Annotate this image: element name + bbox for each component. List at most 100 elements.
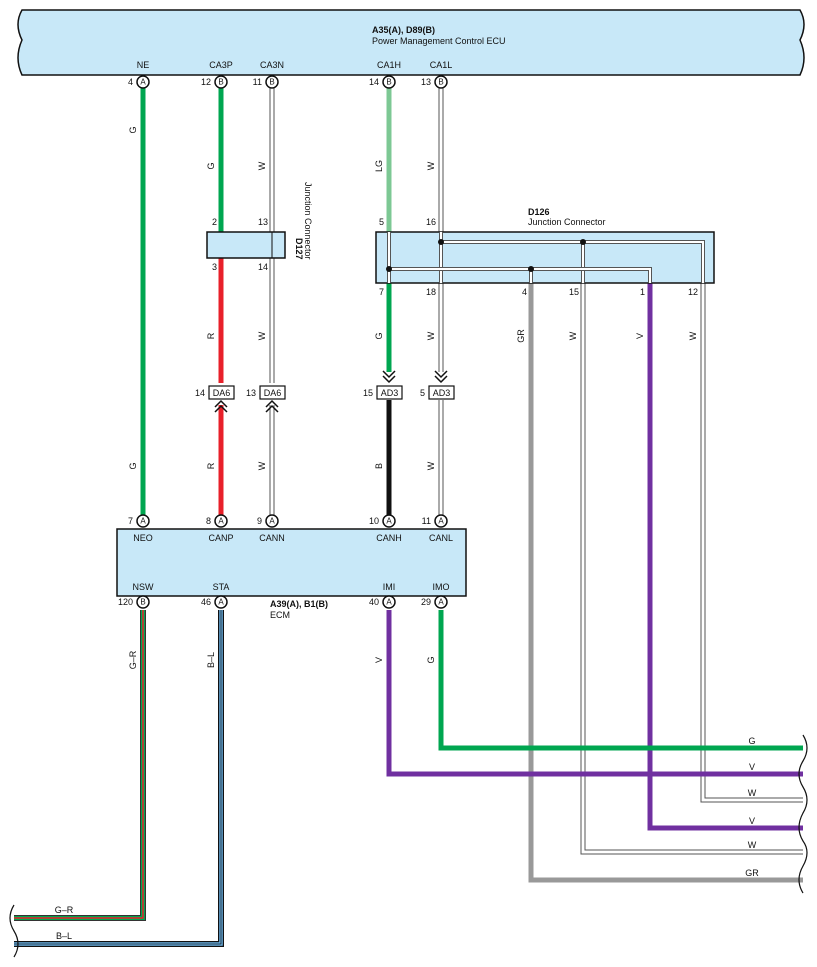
svg-text:29: 29 xyxy=(421,597,431,607)
svg-text:12: 12 xyxy=(201,77,211,87)
d126-pin-7: 7 xyxy=(379,287,384,297)
wire-label-nsw: G–R xyxy=(128,650,138,669)
pin-label-ca1l: CA1L xyxy=(430,60,453,70)
wire-d126-12 xyxy=(700,283,803,803)
inline-connector-ad3-15: AD3 15 xyxy=(363,370,403,400)
pin-terminals: A 4 B 12 B 11 B 14 B 13 A 7 xyxy=(118,75,448,609)
wire-label-ca1h-lower: B xyxy=(374,463,384,469)
d126-pin-18: 18 xyxy=(426,287,436,297)
pmc-ecu-connectors: A35(A), D89(B) xyxy=(372,25,435,35)
svg-text:A: A xyxy=(140,78,146,87)
ecm: NEO CANP CANN CANH CANL NSW STA IMI IMO … xyxy=(116,528,467,620)
svg-text:B: B xyxy=(438,78,443,87)
svg-text:14: 14 xyxy=(195,388,205,398)
ecm-label-cann: CANN xyxy=(259,533,285,543)
d126-pin-12: 12 xyxy=(688,287,698,297)
svg-text:10: 10 xyxy=(369,516,379,526)
pin-ne: A 4 xyxy=(128,75,150,89)
svg-text:8: 8 xyxy=(206,516,211,526)
pmc-ecu-box xyxy=(17,9,805,76)
pin-imo: A 29 xyxy=(421,595,448,609)
d127-box xyxy=(206,231,286,259)
wire-label-ca3p-mid: R xyxy=(206,332,216,339)
wire-sta xyxy=(14,610,224,947)
pin-cann: A 9 xyxy=(257,514,279,528)
d126-pin-15: 15 xyxy=(569,287,579,297)
svg-text:A: A xyxy=(386,517,392,526)
svg-text:5: 5 xyxy=(420,388,425,398)
pin-canp: A 8 xyxy=(206,514,228,528)
pin-neo: A 7 xyxy=(128,514,150,528)
ecm-label-canh: CANH xyxy=(376,533,402,543)
pin-ca1h: B 14 xyxy=(369,75,396,89)
svg-text:A: A xyxy=(438,517,444,526)
svg-text:A: A xyxy=(269,517,275,526)
d127-pin-13: 13 xyxy=(258,217,268,227)
ecm-label-sta: STA xyxy=(213,582,230,592)
d127-pin-3: 3 xyxy=(212,262,217,272)
svg-text:B: B xyxy=(269,78,274,87)
inline-connector-da6-13: DA6 13 xyxy=(246,385,286,413)
pin-ca3p: B 12 xyxy=(201,75,228,89)
wire-label-ca1h-upper: LG xyxy=(374,160,384,172)
d126-pin-16: 16 xyxy=(426,217,436,227)
d127-name: Junction Connector xyxy=(303,182,313,260)
wire-label-ca1h-mid: G xyxy=(374,332,384,339)
pin-canh: A 10 xyxy=(369,514,396,528)
wire-label-ca3p-upper: G xyxy=(206,162,216,169)
svg-text:46: 46 xyxy=(201,597,211,607)
wire-imo xyxy=(438,610,803,751)
wire-d126-1 xyxy=(647,283,803,831)
svg-text:AD3: AD3 xyxy=(381,388,399,398)
svg-text:DA6: DA6 xyxy=(264,388,282,398)
wire-label-ne-lower: G xyxy=(128,462,138,469)
pin-ca3n: B 11 xyxy=(253,75,279,89)
wire-label-imi: V xyxy=(374,657,384,663)
svg-text:B: B xyxy=(386,78,391,87)
pin-label-ca3p: CA3P xyxy=(209,60,233,70)
svg-text:13: 13 xyxy=(246,388,256,398)
right-break: G V W V W GR xyxy=(745,734,808,894)
wire-label-d126-15: W xyxy=(568,331,578,340)
svg-text:B: B xyxy=(218,78,223,87)
svg-text:A: A xyxy=(386,598,392,607)
wire-label-ca1l-lower: W xyxy=(426,461,436,470)
wires xyxy=(14,88,803,947)
d127-pin-14: 14 xyxy=(258,262,268,272)
pmc-ecu-name: Power Management Control ECU xyxy=(372,36,506,46)
wire-label-ne-upper: G xyxy=(128,126,138,133)
out-right-w2: W xyxy=(748,840,757,850)
junction-connector-d126: D126 Junction Connector 5 16 7 18 4 15 1… xyxy=(375,207,715,297)
d127-pin-2: 2 xyxy=(212,217,217,227)
pin-nsw: B 120 xyxy=(118,595,150,609)
svg-text:A: A xyxy=(140,517,146,526)
svg-text:A: A xyxy=(218,598,224,607)
svg-text:13: 13 xyxy=(421,77,431,87)
inline-connector-ad3-5: AD3 5 xyxy=(420,370,455,400)
svg-text:AD3: AD3 xyxy=(433,388,451,398)
wire-nsw xyxy=(14,610,146,921)
wire-label-ca1l-upper: W xyxy=(426,161,436,170)
wire-label-d126-1: V xyxy=(635,333,645,339)
wire-label-ca3n-mid: W xyxy=(257,331,267,340)
out-right-w1: W xyxy=(748,788,757,798)
svg-text:DA6: DA6 xyxy=(213,388,231,398)
ecm-label-neo: NEO xyxy=(133,533,153,543)
left-break: G–R B–L xyxy=(9,904,74,958)
svg-text:14: 14 xyxy=(369,77,379,87)
wire-imi xyxy=(386,610,803,777)
power-management-ecu: A35(A), D89(B) Power Management Control … xyxy=(17,9,805,76)
ecm-label-canl: CANL xyxy=(429,533,453,543)
svg-text:7: 7 xyxy=(128,516,133,526)
out-right-v1: V xyxy=(749,762,755,772)
d126-name: Junction Connector xyxy=(528,217,606,227)
ecm-label-imo: IMO xyxy=(433,582,450,592)
out-right-gr: GR xyxy=(745,868,759,878)
svg-text:11: 11 xyxy=(253,77,262,87)
wire-label-d126-4: GR xyxy=(516,329,526,343)
out-right-v2: V xyxy=(749,816,755,826)
d126-pin-5: 5 xyxy=(379,217,384,227)
ecm-connectors: A39(A), B1(B) xyxy=(270,599,328,609)
svg-text:11: 11 xyxy=(422,516,431,526)
